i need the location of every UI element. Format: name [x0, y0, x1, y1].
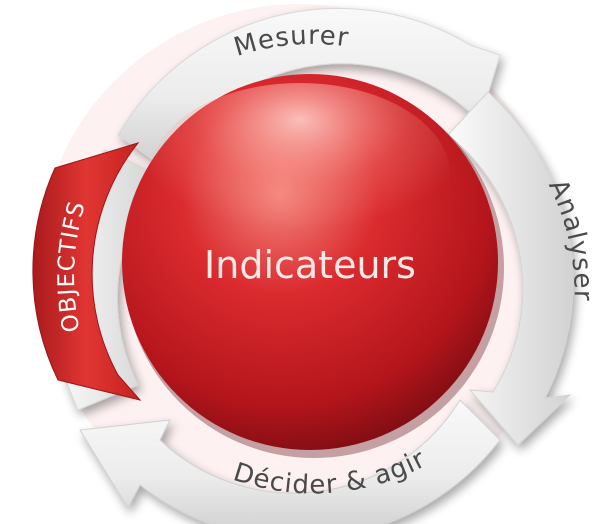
center-label: Indicateurs [204, 243, 416, 287]
arrow-segment-decider [79, 399, 501, 524]
arrow-segment-analyser [447, 91, 574, 446]
objectifs-tab [32, 142, 142, 401]
center-sphere [122, 74, 504, 458]
